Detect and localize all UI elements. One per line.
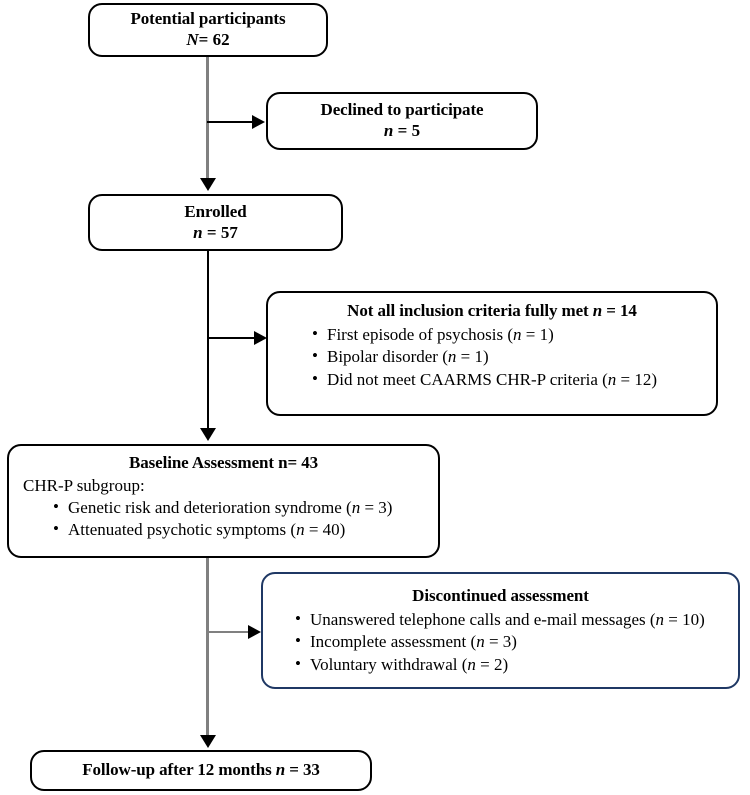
- node-discontinued-assessment: Discontinued assessment Unanswered telep…: [261, 572, 740, 689]
- followup-title-symbol: n: [275, 760, 286, 780]
- baseline-item-1-pre: Attenuated psychotic symptoms (: [68, 520, 297, 540]
- baseline-item-0-post: = 3): [360, 497, 393, 517]
- node-potential-participants: Potential participants N= 62: [88, 3, 328, 57]
- arrowhead-excluded: [254, 330, 267, 345]
- potential-participants-count: N= 62: [90, 30, 326, 51]
- list-item: Unanswered telephone calls and e-mail me…: [293, 608, 738, 632]
- connector-baseline-to-discontinued: [207, 631, 251, 634]
- arrowhead-discontinued: [248, 624, 261, 639]
- excluded-title-value: = 14: [602, 301, 637, 320]
- excluded-item-0-symbol: n: [513, 324, 522, 344]
- excluded-item-1-symbol: n: [447, 347, 457, 367]
- arrowhead-enrolled: [199, 178, 216, 191]
- enrolled-count-value: 57: [220, 222, 238, 242]
- list-item: Bipolar disorder (n = 1): [310, 345, 716, 369]
- excluded-title-text: Not all inclusion criteria fully met: [347, 301, 593, 320]
- excluded-item-1-pre: Bipolar disorder (: [327, 347, 448, 367]
- followup-title-text: Follow-up after 12 months: [82, 760, 276, 780]
- discontinued-item-1-symbol: n: [476, 632, 485, 652]
- enrolled-count-eq: =: [206, 222, 217, 242]
- connector-potential-to-enrolled: [206, 56, 209, 182]
- baseline-items-list: Genetic risk and deterioration syndrome …: [9, 496, 438, 542]
- list-item: Attenuated psychotic symptoms (n = 40): [51, 518, 438, 542]
- declined-count-eq: =: [397, 121, 408, 140]
- discontinued-item-1-pre: Incomplete assessment (: [310, 632, 477, 652]
- potential-count-symbol: N: [186, 30, 199, 49]
- connector-enrolled-to-baseline: [206, 251, 210, 431]
- declined-title: Declined to participate: [320, 100, 484, 120]
- discontinued-item-2-post: = 2): [475, 654, 509, 674]
- excluded-title: Not all inclusion criteria fully met n =…: [268, 301, 716, 322]
- discontinued-item-0-pre: Unanswered telephone calls and e-mail me…: [310, 609, 656, 629]
- excluded-item-2-pre: Did not meet CAARMS CHR-P criteria (: [327, 369, 608, 389]
- declined-count: n = 5: [268, 121, 536, 142]
- list-item: Incomplete assessment (n = 3): [293, 630, 738, 654]
- list-item: Did not meet CAARMS CHR-P criteria (n = …: [310, 368, 716, 392]
- excluded-title-symbol: n: [592, 301, 603, 320]
- list-item: Voluntary withdrawal (n = 2): [293, 653, 738, 677]
- discontinued-items-list: Unanswered telephone calls and e-mail me…: [263, 608, 738, 677]
- arrowhead-baseline: [199, 428, 216, 441]
- connector-enrolled-to-excluded: [207, 337, 257, 339]
- node-enrolled: Enrolled n = 57: [88, 194, 343, 251]
- discontinued-item-1-post: = 3): [484, 632, 517, 652]
- discontinued-title: Discontinued assessment: [412, 586, 589, 605]
- excluded-item-0-post: = 1): [521, 324, 554, 344]
- enrolled-title: Enrolled: [184, 201, 247, 221]
- baseline-title: Baseline Assessment n= 43: [128, 453, 318, 472]
- node-followup: Follow-up after 12 months n = 33: [30, 750, 372, 791]
- discontinued-item-2-pre: Voluntary withdrawal (: [310, 654, 468, 674]
- excluded-item-2-symbol: n: [607, 369, 617, 389]
- node-excluded-criteria: Not all inclusion criteria fully met n =…: [266, 291, 718, 416]
- enrolled-count: n = 57: [90, 223, 341, 244]
- connector-potential-to-declined: [207, 121, 255, 123]
- enrolled-count-symbol: n: [193, 222, 203, 242]
- connector-baseline-to-followup: [206, 558, 209, 738]
- followup-title: Follow-up after 12 months n = 33: [32, 760, 370, 781]
- arrowhead-declined: [252, 114, 265, 129]
- node-declined-to-participate: Declined to participate n = 5: [266, 92, 538, 150]
- node-baseline-assessment: Baseline Assessment n= 43 CHR-P subgroup…: [7, 444, 440, 558]
- excluded-item-0-pre: First episode of psychosis (: [327, 324, 514, 344]
- baseline-item-0-pre: Genetic risk and deterioration syndrome …: [68, 497, 352, 517]
- list-item: First episode of psychosis (n = 1): [310, 323, 716, 347]
- excluded-item-1-post: = 1): [456, 347, 489, 367]
- baseline-item-1-post: = 40): [304, 520, 346, 540]
- excluded-item-2-post: = 12): [616, 369, 658, 389]
- list-item: Genetic risk and deterioration syndrome …: [51, 496, 438, 520]
- discontinued-item-2-symbol: n: [467, 654, 476, 674]
- baseline-item-1-symbol: n: [296, 520, 305, 540]
- excluded-items-list: First episode of psychosis (n = 1) Bipol…: [268, 323, 716, 392]
- potential-count-value: 62: [212, 30, 230, 49]
- potential-participants-title: Potential participants: [130, 9, 286, 29]
- discontinued-item-0-post: = 10): [664, 609, 705, 629]
- declined-count-symbol: n: [383, 121, 394, 140]
- arrowhead-followup: [199, 735, 216, 748]
- discontinued-item-0-symbol: n: [655, 609, 665, 629]
- baseline-item-0-symbol: n: [351, 497, 361, 517]
- followup-title-value: = 33: [285, 760, 320, 780]
- declined-count-value: 5: [411, 121, 421, 140]
- baseline-subgroup-label: CHR-P subgroup:: [23, 475, 145, 495]
- potential-count-eq: =: [198, 30, 209, 49]
